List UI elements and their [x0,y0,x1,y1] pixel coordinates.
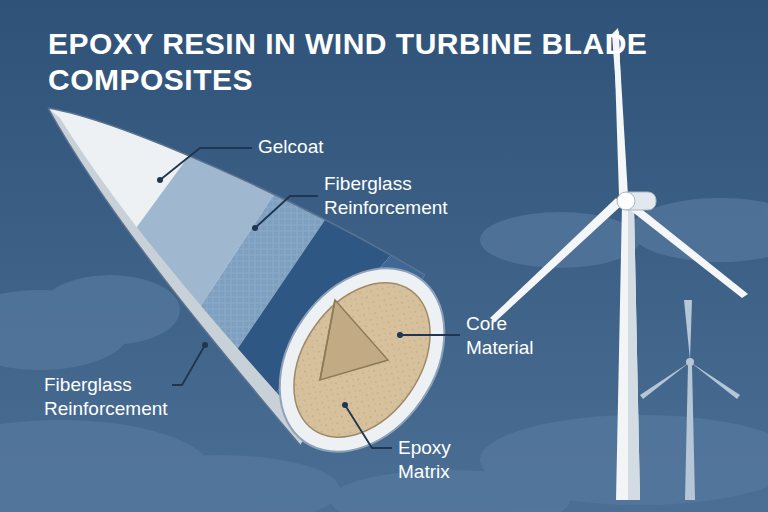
part-label: Gelcoat [258,135,398,159]
part-label: Fiberglass Reinforcement [44,373,189,421]
part-label: Core Material [466,312,576,360]
part-label: Epoxy Matrix [398,436,478,484]
part-label: Fiberglass Reinforcement [324,172,469,220]
title-text: EPOXY RESIN IN WIND TURBINE BLADE COMPOS… [48,26,648,98]
